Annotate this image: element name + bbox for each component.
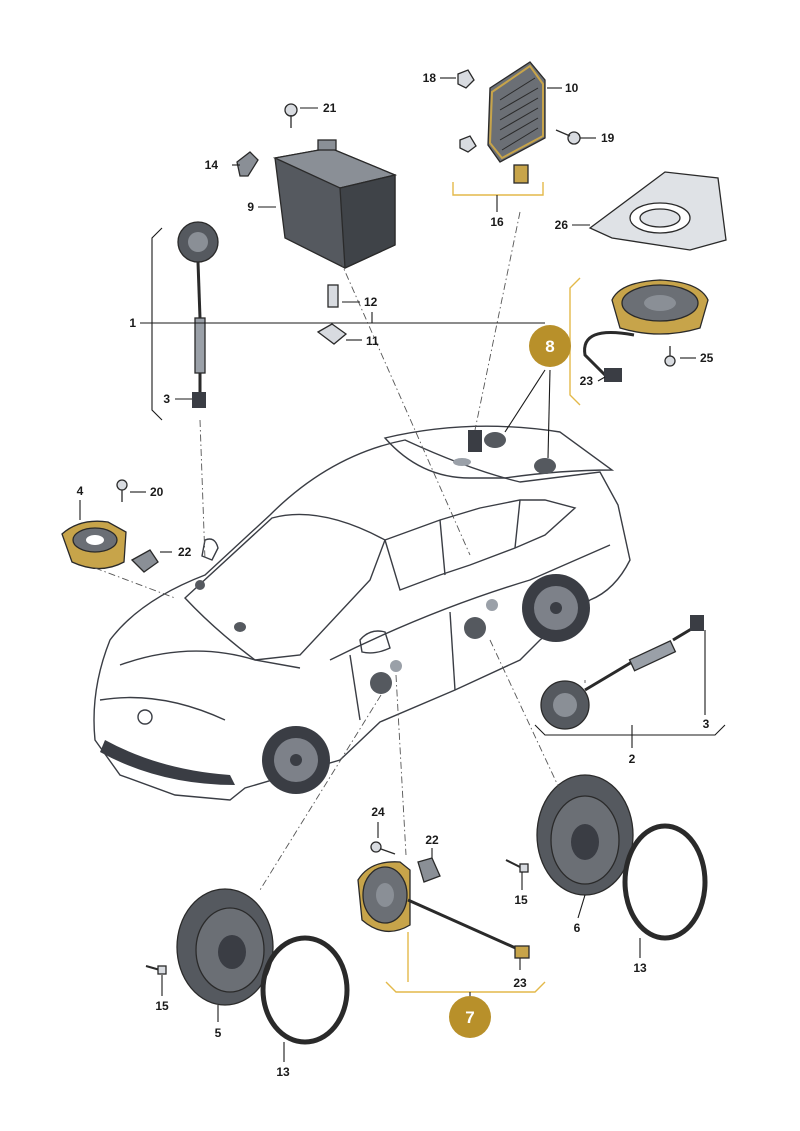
reference-lines — [94, 211, 586, 891]
bolt-icon — [327, 284, 339, 308]
label-23-upper: 23 — [580, 374, 594, 388]
car-body-icon — [93, 425, 631, 801]
label-5: 5 — [215, 1026, 222, 1040]
seal-ring-icon — [260, 935, 350, 1045]
label-3-lower: 3 — [703, 717, 710, 731]
label-26: 26 — [555, 218, 569, 232]
label-9: 9 — [247, 200, 254, 214]
midrange-speaker-icon — [357, 861, 530, 959]
tweeter-with-cable-icon — [177, 221, 219, 408]
label-13-left: 13 — [276, 1065, 290, 1079]
mount-bracket-icon — [588, 171, 727, 251]
bolt-icon — [459, 135, 529, 184]
clip-icon — [417, 857, 441, 883]
nut-plate-icon — [316, 323, 348, 345]
label-15-left: 15 — [155, 999, 169, 1013]
label-16: 16 — [490, 215, 504, 229]
label-2: 2 — [629, 752, 636, 766]
group-2-bracket — [534, 724, 726, 736]
subwoofer-box-icon — [272, 139, 398, 269]
clip-icon — [457, 69, 475, 89]
label-24: 24 — [371, 805, 385, 819]
rivet-icon — [145, 965, 167, 975]
label-12: 12 — [364, 295, 378, 309]
label-11: 11 — [366, 334, 379, 348]
callout-badge-8: 8 — [529, 325, 571, 367]
label-22-lower: 22 — [425, 833, 439, 847]
group-16-bracket — [452, 182, 544, 196]
badge-7-label: 7 — [465, 1008, 474, 1027]
bracket-icon — [236, 151, 259, 177]
woofer-icon — [536, 774, 634, 896]
speaker-with-cable-icon — [540, 615, 704, 730]
part-labels: 1 2 3 3 4 5 6 9 10 11 12 13 13 14 15 15 … — [77, 71, 714, 1079]
label-6: 6 — [574, 921, 581, 935]
label-22-upper: 22 — [178, 545, 192, 559]
label-14: 14 — [205, 158, 219, 172]
label-1: 1 — [129, 316, 136, 330]
screw-icon — [284, 103, 298, 128]
screw-icon — [370, 841, 396, 855]
callout-badge-7: 7 — [449, 996, 491, 1038]
label-15-right: 15 — [514, 893, 528, 907]
rivet-icon — [505, 859, 529, 873]
clip-icon — [130, 549, 159, 573]
amplifier-icon — [487, 61, 546, 163]
label-3-upper: 3 — [163, 392, 170, 406]
group-7-bracket — [385, 981, 546, 993]
group-1-bracket — [151, 227, 163, 421]
seal-ring-icon — [622, 823, 708, 941]
screw-icon — [664, 346, 676, 367]
label-18: 18 — [423, 71, 437, 85]
label-21: 21 — [323, 101, 337, 115]
midrange-speaker-icon — [583, 279, 709, 382]
label-25: 25 — [700, 351, 714, 365]
tweeter-icon — [61, 520, 127, 570]
screw-icon — [555, 129, 581, 145]
woofer-icon — [176, 888, 274, 1006]
label-13-right: 13 — [633, 961, 647, 975]
label-20: 20 — [150, 485, 164, 499]
group-8-bracket — [569, 277, 581, 406]
label-23-lower: 23 — [513, 976, 527, 990]
label-19: 19 — [601, 131, 615, 145]
leader-lines — [79, 77, 706, 1062]
label-10: 10 — [565, 81, 579, 95]
label-4: 4 — [77, 484, 84, 498]
screw-icon — [116, 479, 128, 502]
badge-8-label: 8 — [545, 337, 554, 356]
